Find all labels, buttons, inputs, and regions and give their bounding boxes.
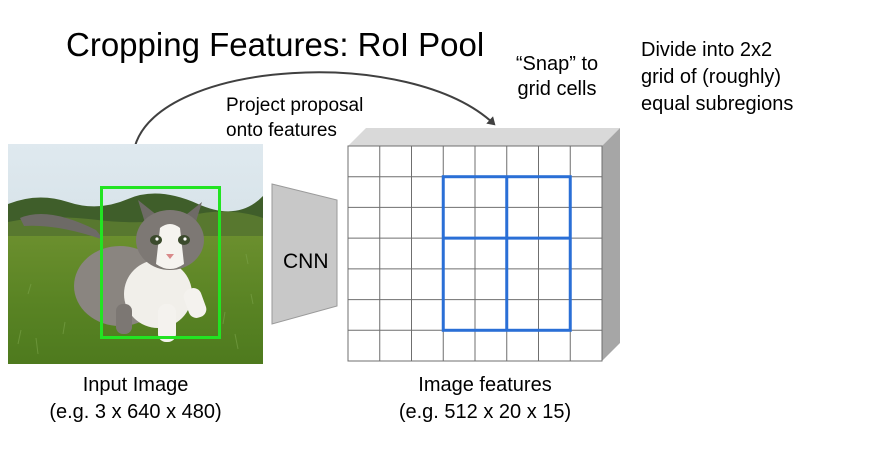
divide-annotation: Divide into 2x2 grid of (roughly) equal … — [641, 37, 793, 118]
feature-cube-top — [348, 128, 620, 146]
divide-annotation-line: grid of (roughly) — [641, 66, 782, 88]
input-image — [8, 144, 263, 364]
input-image-caption-title: Input Image — [82, 374, 189, 396]
divide-annotation-line: equal subregions — [641, 93, 794, 115]
snap-annotation-line: “Snap” to — [515, 53, 599, 75]
project-annotation: Project proposal onto features — [226, 93, 363, 143]
slide-title: Cropping Features: RoI Pool — [66, 26, 485, 63]
divide-annotation-line: Divide into 2x2 — [641, 39, 773, 61]
feature-cube-side — [602, 128, 620, 361]
projection-arrow — [134, 71, 496, 147]
project-annotation-line: Project proposal — [226, 95, 364, 116]
input-image-caption-shape: (e.g. 3 x 640 x 480) — [49, 401, 222, 423]
feature-map-caption-title: Image features — [418, 374, 552, 396]
snap-annotation-line: grid cells — [517, 78, 597, 100]
project-annotation-line: onto features — [226, 120, 337, 141]
cnn-label: CNN — [283, 250, 329, 273]
proposal-box — [100, 186, 221, 339]
snap-annotation: “Snap” to grid cells — [503, 52, 611, 102]
input-image-caption: Input Image (e.g. 3 x 640 x 480) — [18, 372, 253, 426]
feature-map-caption: Image features (e.g. 512 x 20 x 15) — [370, 372, 600, 426]
roi-subregions — [441, 175, 572, 332]
feature-map-caption-shape: (e.g. 512 x 20 x 15) — [398, 401, 572, 423]
cnn-block — [271, 183, 338, 325]
